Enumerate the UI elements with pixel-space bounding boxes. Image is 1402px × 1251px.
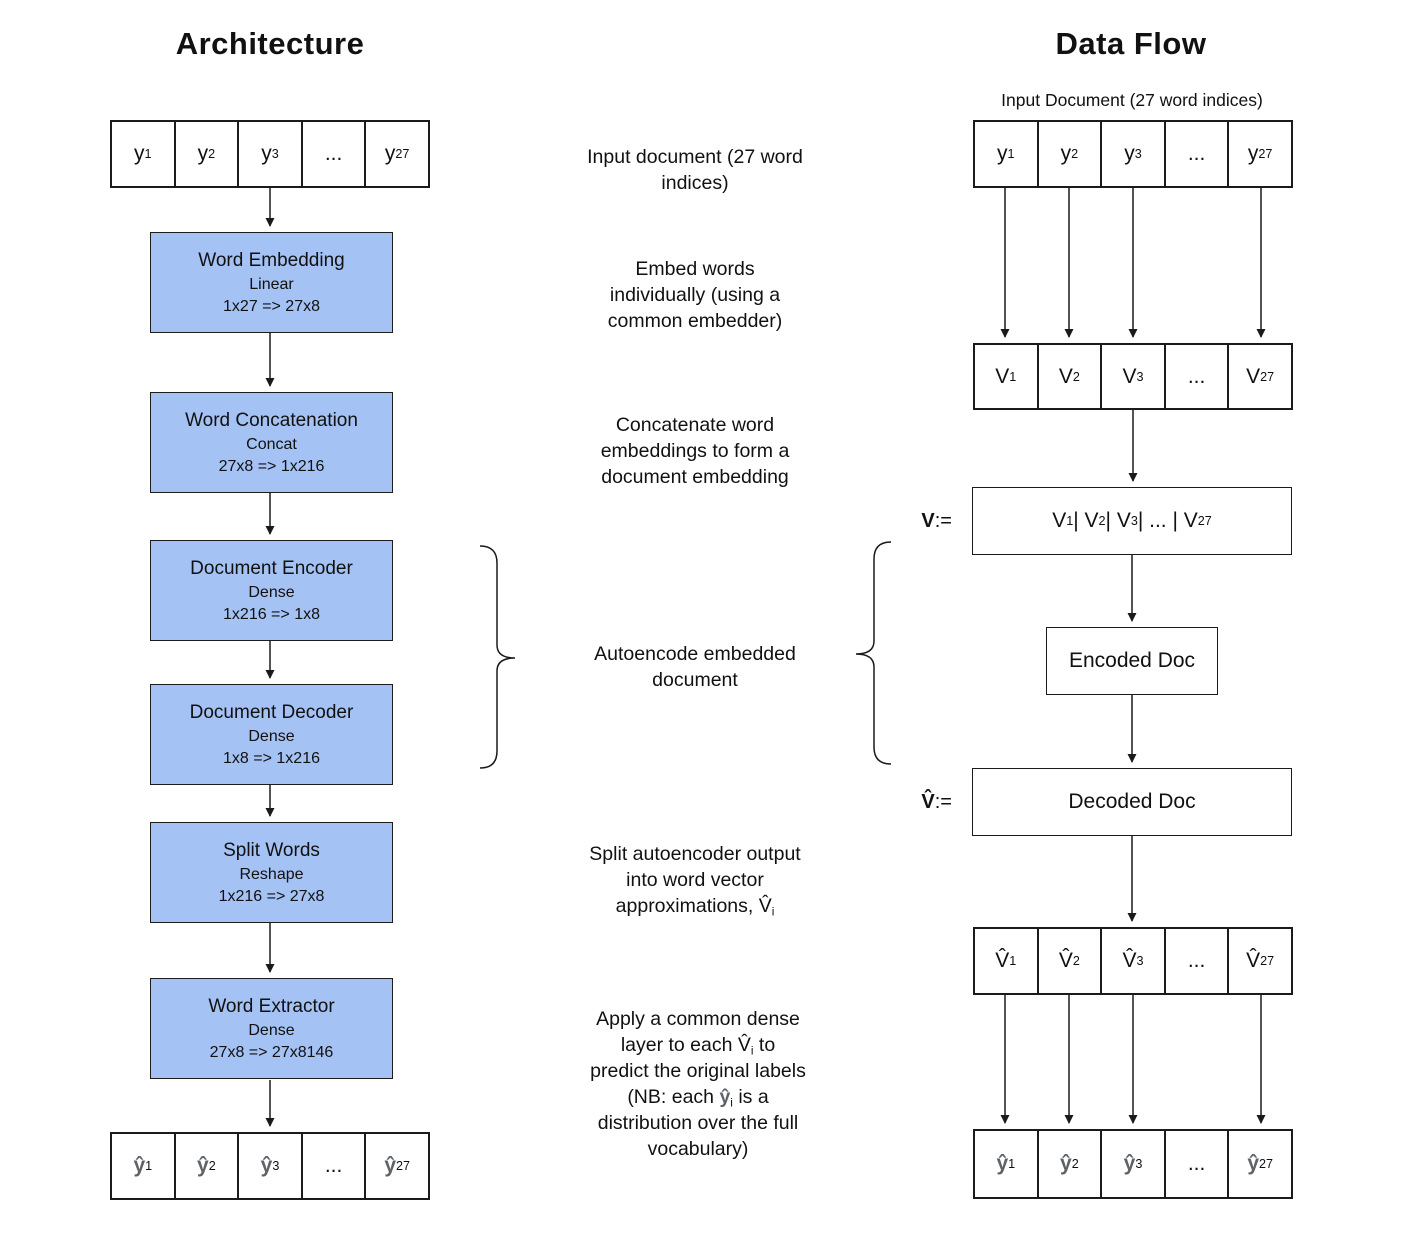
block-title: Split Words bbox=[223, 839, 320, 861]
matrix-cell: ... bbox=[1163, 122, 1228, 186]
matrix-cell: V̂1 bbox=[995, 949, 1017, 972]
matrix-cell: ... bbox=[300, 122, 365, 186]
block-title: Document Encoder bbox=[190, 557, 353, 579]
block-layer: Reshape bbox=[239, 865, 304, 883]
block-layer: Linear bbox=[249, 275, 294, 293]
right-curly-brace bbox=[855, 541, 892, 765]
annotation-split: Split autoencoder output into word vecto… bbox=[589, 843, 801, 919]
matrix-cell: V̂3 bbox=[1100, 929, 1164, 993]
block-title: Word Concatenation bbox=[185, 409, 358, 431]
block-layer: Dense bbox=[248, 727, 295, 745]
block-layer: Dense bbox=[248, 583, 295, 601]
matrix-cell: ... bbox=[1163, 929, 1228, 993]
block-layer: Dense bbox=[248, 1021, 295, 1039]
block-shape: 27x8 => 27x8146 bbox=[209, 1043, 334, 1061]
matrix-cell: ... bbox=[300, 1134, 365, 1198]
v-assign-label: V := bbox=[921, 509, 952, 532]
block-shape: 27x8 => 1x216 bbox=[218, 457, 325, 475]
block-layer: Concat bbox=[246, 435, 297, 453]
block-title: Word Embedding bbox=[198, 249, 345, 271]
dataflow-input-label: Input Document (27 word indices) bbox=[1001, 90, 1263, 110]
matrix-cell: V̂2 bbox=[1036, 929, 1101, 993]
dataflow-title: Data Flow bbox=[1055, 26, 1207, 61]
block-word-concatenation: Word Concatenation Concat 27x8 => 1x216 bbox=[150, 392, 393, 493]
block-document-decoder: Document Decoder Dense 1x8 => 1x216 bbox=[150, 684, 393, 785]
left-curly-brace bbox=[479, 545, 516, 769]
block-shape: 1x216 => 1x8 bbox=[223, 605, 320, 623]
annotation-concatenate: Concatenate word embeddings to form a do… bbox=[600, 414, 790, 488]
matrix-cell: V̂27 bbox=[1227, 929, 1291, 993]
block-title: Word Extractor bbox=[208, 995, 335, 1017]
block-split-words: Split Words Reshape 1x216 => 27x8 bbox=[150, 822, 393, 923]
annotation-extract: Apply a common dense layer to each V̂i t… bbox=[590, 1008, 806, 1160]
annotation-autoencode: Autoencode embedded document bbox=[594, 643, 796, 691]
decoded-doc-box: Decoded Doc bbox=[972, 768, 1292, 836]
annotation-input: Input document (27 word indices) bbox=[587, 146, 803, 194]
block-shape: 1x216 => 27x8 bbox=[218, 887, 325, 905]
block-title: Document Decoder bbox=[189, 701, 354, 723]
block-word-extractor: Word Extractor Dense 27x8 => 27x8146 bbox=[150, 978, 393, 1079]
block-shape: 1x8 => 1x216 bbox=[223, 749, 320, 767]
block-shape: 1x27 => 27x8 bbox=[223, 297, 320, 315]
architecture-title: Architecture bbox=[175, 26, 365, 61]
annotation-embed: Embed words individually (using a common… bbox=[607, 258, 783, 332]
vhat-assign-label: V̂ := bbox=[921, 790, 952, 813]
matrix-cell: ... bbox=[1163, 1131, 1228, 1197]
encoded-doc-box: Encoded Doc bbox=[1046, 627, 1218, 695]
block-word-embedding: Word Embedding Linear 1x27 => 27x8 bbox=[150, 232, 393, 333]
block-document-encoder: Document Encoder Dense 1x216 => 1x8 bbox=[150, 540, 393, 641]
matrix-cell: ... bbox=[1163, 345, 1228, 408]
